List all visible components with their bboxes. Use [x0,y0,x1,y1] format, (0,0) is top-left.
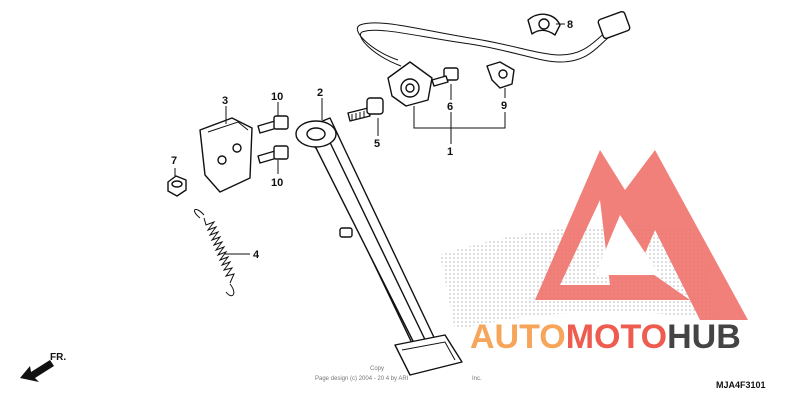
watermark-auto: AUTO [470,318,566,356]
watermark-hub: HUB [667,318,741,356]
triangle-logo-icon [535,150,748,320]
part-switch-assembly [357,10,631,107]
wing-dots-icon [440,225,715,330]
front-direction-arrow: FR. [20,352,66,382]
callout-6: 6 [447,101,453,113]
callout-2: 2 [317,87,323,99]
triangle-inner-icon [595,215,660,275]
callout-3: 3 [222,95,228,107]
callout-7: 7 [171,155,177,167]
part-bolt-lower [257,145,289,164]
copyright-line2: Page design (c) 2004 - 20 4 by ARI [315,376,409,382]
part-bracket [199,117,253,193]
callout-8: 8 [567,19,573,31]
copyright-line3: Inc. [472,376,482,382]
copyright-line1: Copy [370,366,384,372]
callout-10-upper: 10 [271,91,283,103]
watermark-logo [440,150,748,330]
callout-9: 9 [501,100,507,112]
direction-label: FR. [50,352,66,363]
part-bolt-upper [257,115,289,134]
watermark-moto: MOTO [566,318,667,356]
part-bolt [347,97,384,122]
part-spring [193,208,235,297]
part-small-bolt [431,67,459,87]
callout-1: 1 [447,146,453,158]
callout-10-lower: 10 [271,177,283,189]
part-nut [167,175,187,197]
part-side-stand [295,117,463,376]
callout-5: 5 [374,138,380,150]
arrow-icon [20,360,54,382]
diagram-code: MJA4F3101 [716,380,766,390]
part-clip [486,61,515,89]
leader-lines [174,23,565,255]
watermark-text: AUTOMOTOHUB [470,318,741,356]
part-clamp [527,13,561,36]
callout-4: 4 [253,249,260,261]
